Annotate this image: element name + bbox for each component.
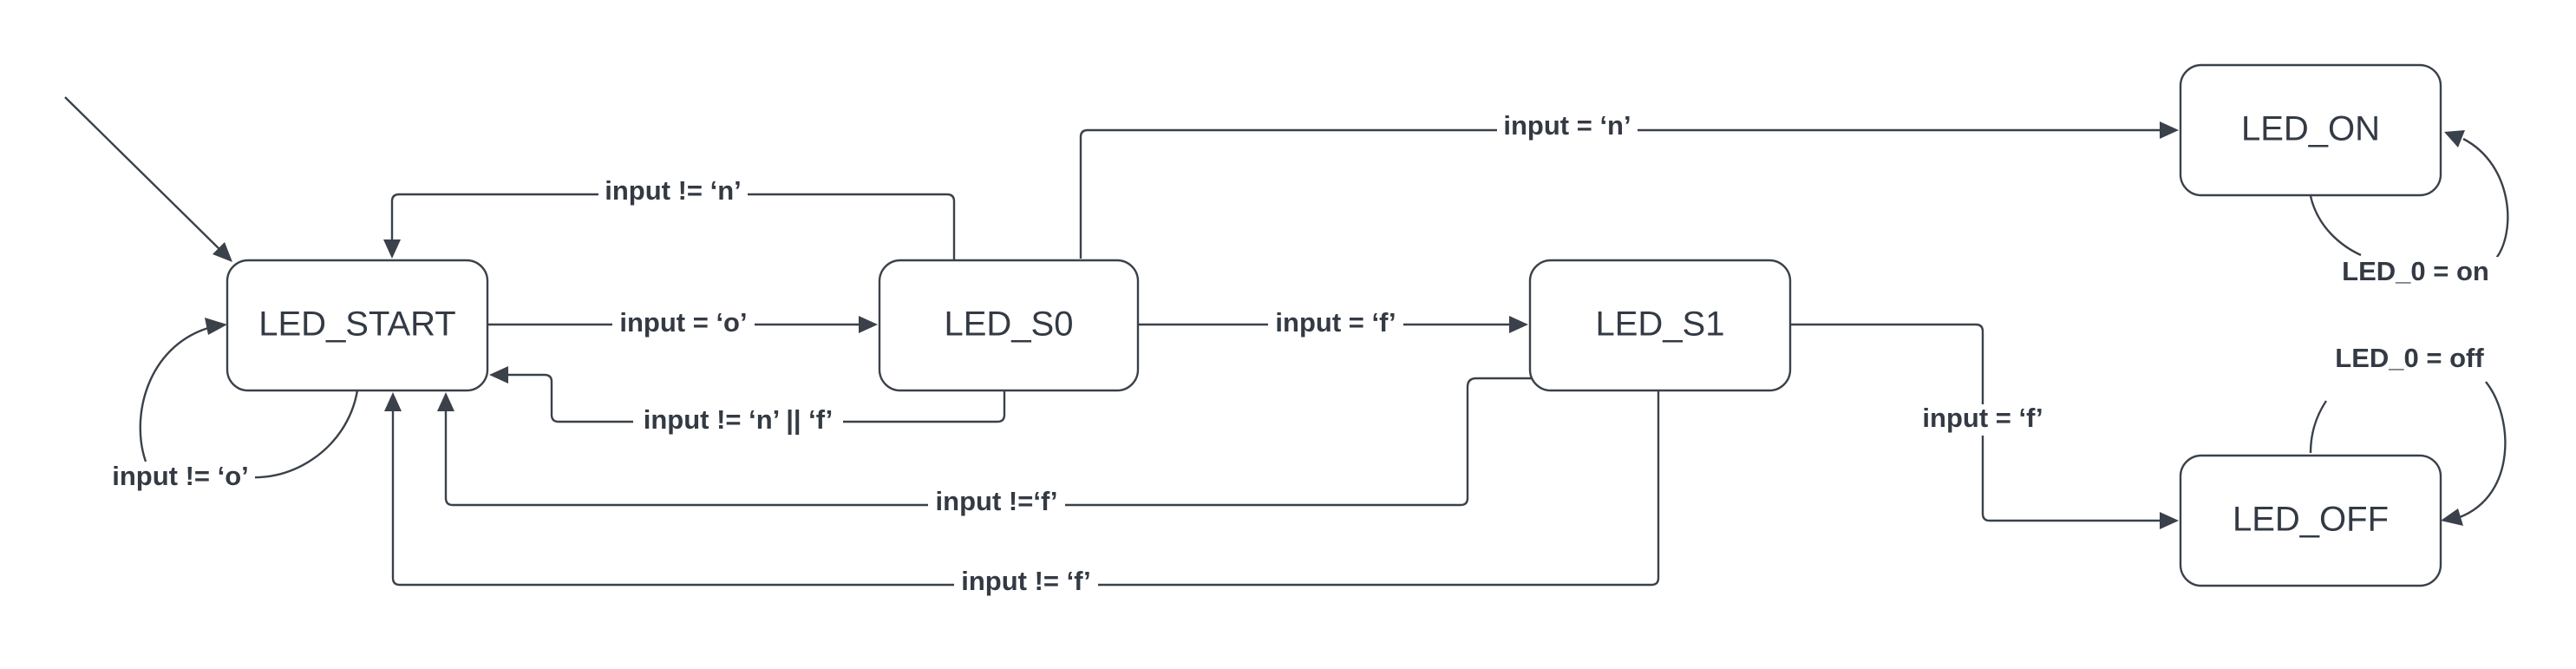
s0-to-s1-arrowhead <box>1509 316 1528 333</box>
svg-text:input != ‘f’: input != ‘f’ <box>961 566 1091 596</box>
s0-to-start-bottom-arrowhead <box>489 366 508 384</box>
state-led-off[interactable]: LED_OFF <box>2179 454 2442 587</box>
state-led-s1-label: LED_S1 <box>1596 305 1725 344</box>
state-led-off-label: LED_OFF <box>2233 501 2389 539</box>
s0-to-start-top-arrowhead <box>383 239 401 259</box>
svg-text:input = ‘f’: input = ‘f’ <box>1275 307 1396 338</box>
start-self-loop <box>139 326 359 479</box>
on-self-loop <box>2309 137 2509 261</box>
state-led-on-label: LED_ON <box>2241 110 2380 148</box>
s0-to-on-arrowhead <box>2160 121 2179 139</box>
label-s0-to-start-top: input != ‘n’ <box>598 175 748 210</box>
s0-to-on-line <box>1079 128 2160 259</box>
svg-text:LED_0 = on: LED_0 = on <box>2342 256 2489 286</box>
label-s0-to-on: input = ‘n’ <box>1497 110 1638 144</box>
label-off-self: LED_0 = off <box>2324 343 2494 377</box>
svg-text:input !=‘f’: input !=‘f’ <box>936 486 1058 516</box>
label-s0-to-start-bottom: input != ‘n’ || ‘f’ <box>633 404 843 437</box>
state-led-start-label: LED_START <box>258 305 455 344</box>
start-self-loop-arrowhead <box>205 318 227 335</box>
off-self-loop <box>2309 381 2507 519</box>
s1-to-start-a-line <box>444 377 1542 507</box>
s1-to-start-a-arrowhead <box>437 392 454 411</box>
svg-text:LED_0 = off: LED_0 = off <box>2335 343 2484 373</box>
initial-transition-line <box>64 96 223 253</box>
label-start-to-s0: input = ‘o’ <box>612 307 755 340</box>
svg-text:input = ‘o’: input = ‘o’ <box>619 307 747 338</box>
state-led-on[interactable]: LED_ON <box>2179 63 2442 197</box>
svg-text:input != ‘n’ || ‘f’: input != ‘n’ || ‘f’ <box>644 404 834 435</box>
state-led-s0-label: LED_S0 <box>945 305 1074 344</box>
svg-text:input != ‘o’: input != ‘o’ <box>112 461 249 491</box>
svg-text:input = ‘n’: input = ‘n’ <box>1503 110 1631 141</box>
label-s1-to-start-a: input !=‘f’ <box>928 486 1065 519</box>
svg-text:input = ‘f’: input = ‘f’ <box>1922 403 2043 433</box>
state-led-s0[interactable]: LED_S0 <box>878 259 1140 392</box>
label-on-self: LED_0 = on <box>2333 256 2498 288</box>
on-self-loop-arrowhead <box>2444 130 2465 148</box>
label-s0-to-s1: input = ‘f’ <box>1268 307 1403 340</box>
s1-to-off-arrowhead <box>2160 512 2179 529</box>
off-self-loop-arrowhead <box>2441 508 2463 526</box>
initial-transition-arrowhead <box>212 242 232 262</box>
state-led-s1[interactable]: LED_S1 <box>1528 259 1792 392</box>
s0-to-start-bottom-line <box>505 373 1006 423</box>
start-to-s0-arrowhead <box>859 316 878 333</box>
s1-to-start-b-arrowhead <box>384 392 402 411</box>
state-led-start[interactable]: LED_START <box>226 259 489 392</box>
label-start-self: input != ‘o’ <box>106 461 255 493</box>
svg-text:input != ‘n’: input != ‘n’ <box>605 175 742 206</box>
label-s1-to-start-b: input != ‘f’ <box>954 566 1098 599</box>
label-s1-to-off: input = ‘f’ <box>1915 403 2050 436</box>
